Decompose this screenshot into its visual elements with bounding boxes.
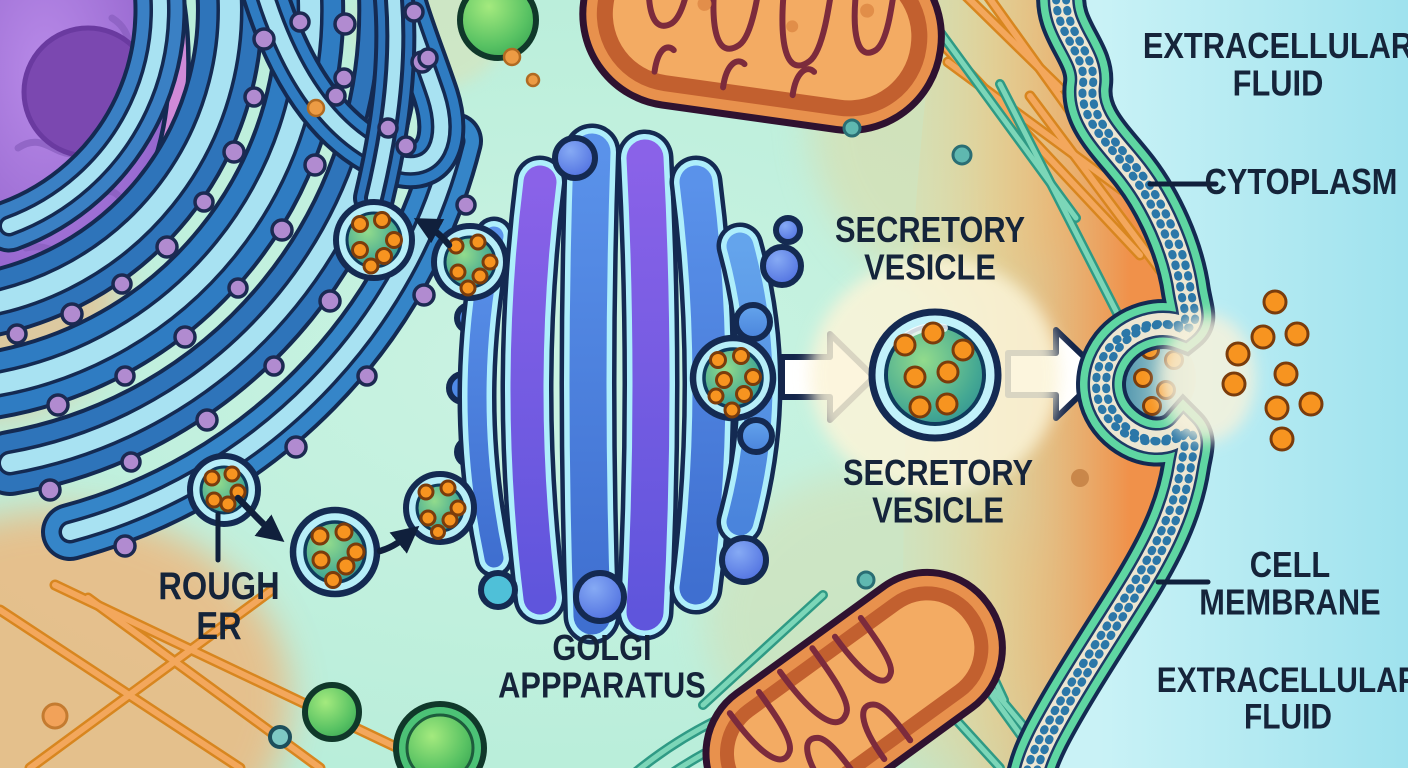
secreted-particles [1221,289,1324,452]
er-budding-vesicle-2 [333,199,415,281]
label-line: FLUID [1243,696,1333,737]
golgi-free-vesicles [478,135,804,624]
label-line: MEMBRANE [1199,582,1381,623]
label-secretory-vesicle-upper: SECRETORY VESICLE [835,212,1025,286]
green-vesicle [302,682,362,742]
label-extracellular-fluid-bottom: EXTRACELLULAR FLUID [1157,663,1408,735]
label-line: ER [196,604,242,647]
green-vesicle [457,0,539,61]
label-golgi-apparatus: GOLGI APPPARATUS [498,630,706,704]
golgi-trans-budding-vesicle [689,334,777,422]
label-rough-er: ROUGH ER [158,567,279,645]
cristae [645,0,899,99]
misc-organelles [41,0,1089,768]
label-cytoplasm: CYTOPLASM [1205,164,1398,201]
label-line: ROUGH [158,564,280,608]
label-line: VESICLE [872,490,1004,531]
secretion-release [1159,289,1324,452]
small-dots [41,47,1089,749]
label-line: CYTOPLASM [1204,161,1398,203]
label-line: GOLGI [552,627,652,669]
leader-lines [215,181,1219,585]
label-line: CELL [1249,544,1331,586]
label-line: SECRETORY [843,452,1033,494]
cargo-proteins [893,321,975,419]
label-line: EXTRACELLULAR [1156,660,1408,701]
secretory-vesicle [810,257,1060,493]
label-line: APPPARATUS [498,665,706,706]
curved-arrow-icon [234,218,453,555]
label-line: EXTRACELLULAR [1142,25,1408,67]
mitochondrion-top [579,0,945,134]
label-line: VESICLE [864,247,996,288]
er-budding-vesicle [187,453,261,527]
label-line: SECRETORY [835,209,1025,251]
label-extracellular-fluid-top: EXTRACELLULAR FLUID [1143,28,1408,102]
golgi-cis-fusing-vesicle-bottom [403,471,477,545]
golgi-apparatus [403,135,804,624]
mitochondrion-bottom [702,568,1006,768]
label-secretory-vesicle-lower: SECRETORY VESICLE [843,455,1033,529]
golgi-trans-lobes [733,302,775,455]
green-vesicle-ringed [393,701,487,768]
label-cell-membrane: CELL MEMBRANE [1199,547,1380,621]
label-line: FLUID [1232,63,1324,104]
free-transport-vesicle [289,506,381,598]
